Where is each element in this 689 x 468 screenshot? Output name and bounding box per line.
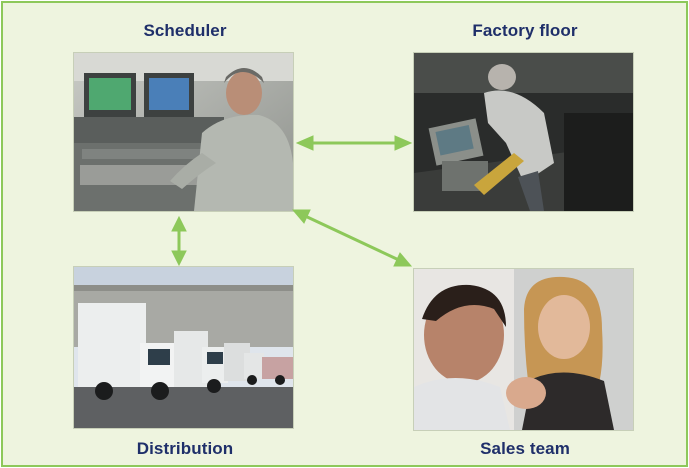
scheduler-photo — [73, 52, 294, 212]
distribution-label: Distribution — [136, 439, 234, 458]
arrow-scheduler-sales — [301, 213, 403, 263]
factory-floor-label: Factory floor — [472, 21, 578, 40]
connection-arrows — [171, 135, 413, 267]
factory-floor-photo — [413, 52, 634, 212]
sales-team-photo — [413, 268, 634, 431]
sales-team-label: Sales team — [480, 439, 570, 458]
scheduler-label: Scheduler — [143, 21, 227, 40]
distribution-photo — [73, 266, 294, 429]
